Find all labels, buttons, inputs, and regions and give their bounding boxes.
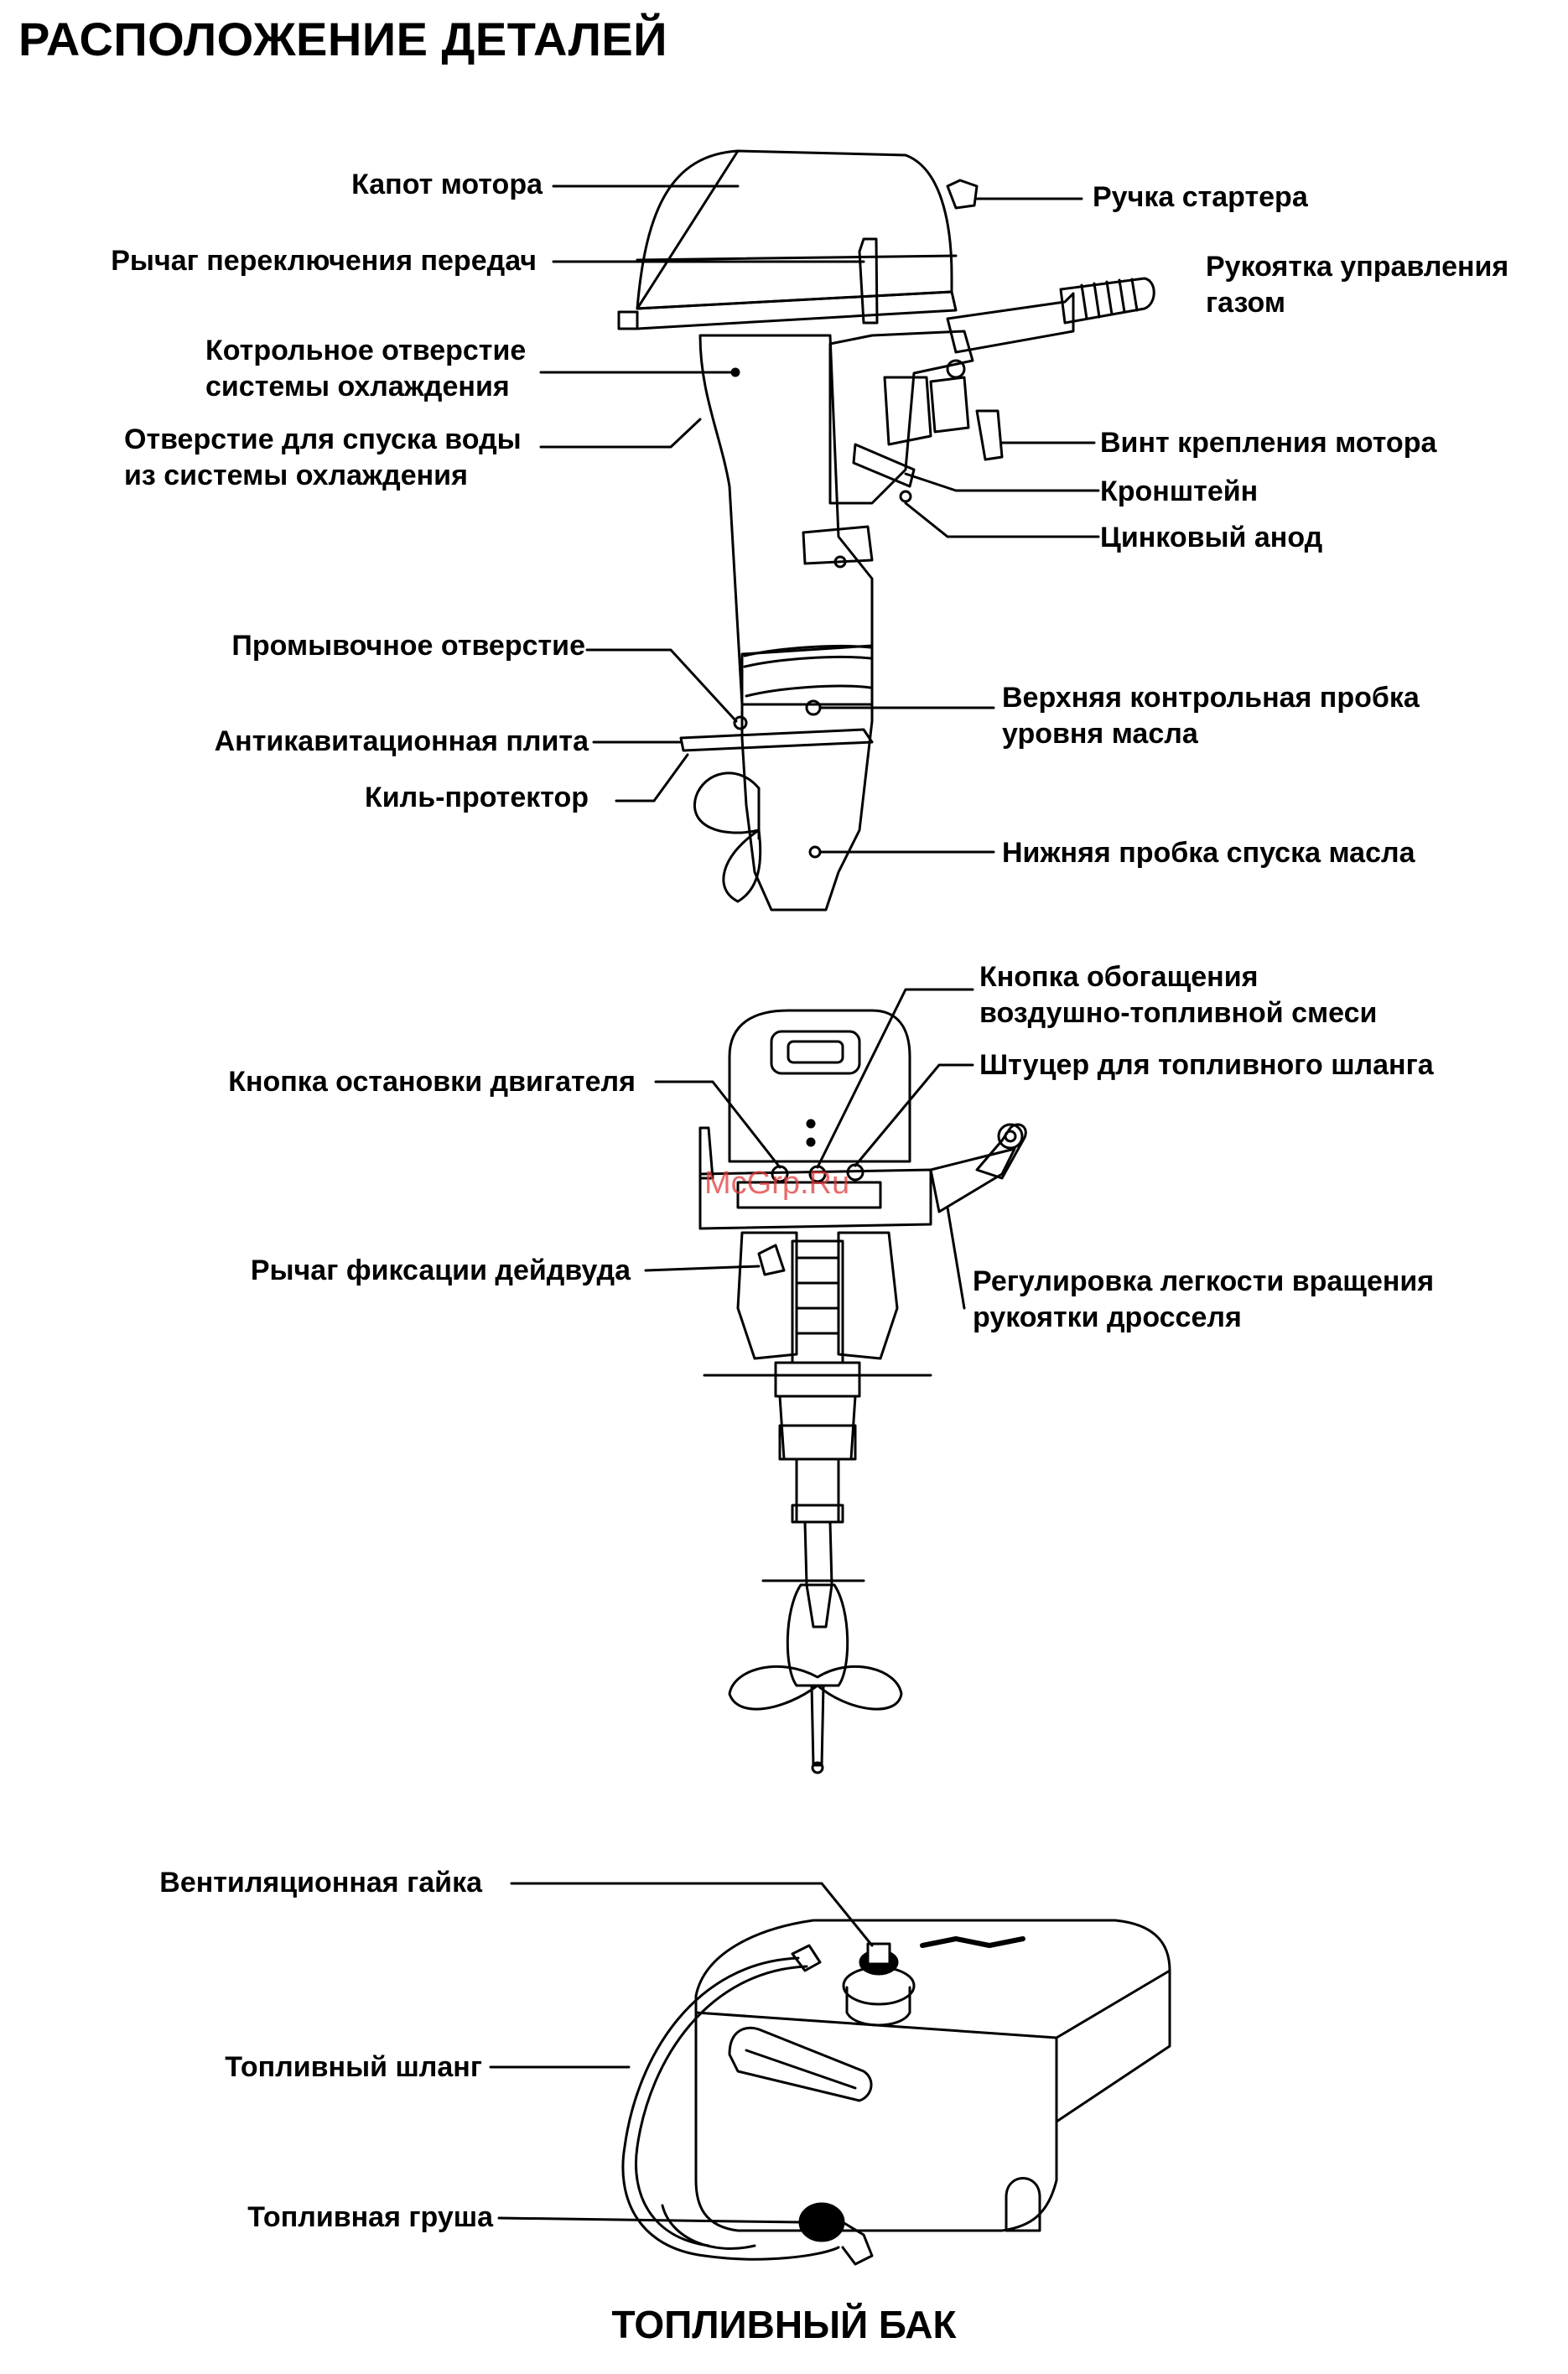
- label-stop-button: Кнопка остановки двигателя: [228, 1066, 636, 1098]
- label-gear-lever: Рычаг переключения передач: [111, 245, 537, 277]
- rear-propeller: [728, 1665, 903, 1711]
- label-hood: Капот мотора: [351, 169, 543, 200]
- rear-tiller: [929, 1147, 1016, 1213]
- gear-lever: [858, 237, 879, 325]
- outboard-side-view: [539, 149, 1155, 912]
- label-keel-protector: Киль-протектор: [364, 782, 589, 813]
- label-throttle-grip-line2: газом: [1206, 287, 1286, 319]
- hood-front-lip: [617, 310, 639, 330]
- fuel-tank-title: ТОПЛИВНЫЙ БАК: [611, 2303, 957, 2346]
- tiller-arm: [946, 292, 1075, 354]
- hood-seam: [636, 254, 958, 262]
- clamp-screw: [975, 409, 1004, 461]
- outboard-rear-view: [644, 988, 1027, 1774]
- rear-throttle-grip: [975, 1123, 1027, 1180]
- label-oil-lower: Нижняя пробка спуска масла: [1002, 837, 1415, 869]
- label-bracket: Кронштейн: [1100, 475, 1259, 507]
- leader-throttle-friction: [946, 1206, 966, 1310]
- leader-drain: [539, 418, 702, 449]
- label-primer-bulb: Топливная груша: [247, 2201, 493, 2233]
- label-vent-nut: Вентиляционная гайка: [159, 1867, 482, 1899]
- propeller: [693, 771, 762, 903]
- leader-bracket: [904, 472, 1100, 492]
- label-cooling-check-line2: системы охлаждения: [205, 371, 510, 403]
- watermark: McGrp.Ru: [704, 1166, 850, 1201]
- starter-handle: [946, 179, 979, 210]
- leader-fuel-connector: [854, 1063, 974, 1167]
- primer-bulb: [798, 2202, 845, 2242]
- label-throttle-grip-line1: Рукоятка управления: [1206, 251, 1509, 283]
- label-drain-line2: из системы охлаждения: [124, 460, 468, 491]
- zinc-anode: [802, 525, 874, 565]
- swivel-bracket: [828, 330, 974, 505]
- anticavitation-plate: [679, 728, 874, 752]
- rear-shaft-upper: [778, 1395, 857, 1461]
- rear-leg: [803, 1520, 833, 1629]
- label-oil-upper-line2: уровня масла: [1002, 718, 1198, 750]
- leader-tilt-lock: [644, 1265, 761, 1272]
- leader-vent: [510, 1882, 874, 1947]
- rear-clamp-right: [837, 1231, 899, 1360]
- label-fuel-connector: Штуцер для топливного шланга: [979, 1049, 1434, 1081]
- label-throttle-friction-line1: Регулировка легкости вращения: [973, 1265, 1435, 1297]
- label-drain-line1: Отверстие для спуска воды: [124, 423, 522, 455]
- throttle-grip: [1059, 277, 1155, 325]
- lower-unit: [740, 644, 874, 912]
- leader-stop-button: [654, 1080, 781, 1169]
- page-title: РАСПОЛОЖЕНИЕ ДЕТАЛЕЙ: [18, 13, 667, 65]
- label-oil-upper-line1: Верхняя контрольная пробка: [1002, 682, 1420, 714]
- label-choke-line1: Кнопка обогащения: [979, 961, 1259, 993]
- rear-cowling: [728, 1009, 911, 1163]
- label-starter-handle: Ручка стартера: [1093, 181, 1308, 213]
- leader-choke: [816, 988, 974, 1169]
- tank-fitting: [791, 1944, 822, 1972]
- rear-grip: [770, 1030, 861, 1075]
- tank-handle: [728, 2026, 873, 2102]
- leader-anode: [904, 501, 1100, 538]
- label-tilt-lock: Рычаг фиксации дейдвуда: [250, 1255, 631, 1286]
- fuel-tank: [489, 1882, 1171, 2266]
- label-cooling-check-line1: Котрольное отверстие: [205, 335, 527, 366]
- label-clamp-screw: Винт крепления мотора: [1100, 427, 1437, 459]
- label-zinc-anode: Цинковый анод: [1100, 522, 1323, 553]
- tilt-lock-lever: [757, 1244, 786, 1276]
- leader-keel: [615, 753, 689, 803]
- fuel-hose: [621, 1956, 840, 2261]
- engine-hood: [636, 149, 953, 310]
- rear-shaft-lower: [795, 1457, 840, 1524]
- label-throttle-friction-line2: рукоятки дросселя: [973, 1301, 1242, 1333]
- leader-flush: [585, 648, 738, 723]
- label-choke-line2: воздушно-топливной смеси: [979, 997, 1378, 1029]
- rear-pan: [698, 1168, 932, 1230]
- label-flush-port: Промывочное отверстие: [231, 630, 585, 662]
- rear-clamp-left: [736, 1231, 798, 1360]
- tank-foot: [1005, 2177, 1041, 2232]
- leader-bulb: [497, 2216, 802, 2224]
- rear-center-column: [791, 1239, 844, 1364]
- tank-body: [694, 1919, 1171, 2232]
- rear-skeg: [810, 1684, 825, 1767]
- rear-lower-unit: [786, 1583, 849, 1687]
- label-fuel-hose: Топливный шланг: [225, 2051, 482, 2083]
- label-anticavitation-plate: Антикавитационная плита: [214, 725, 589, 757]
